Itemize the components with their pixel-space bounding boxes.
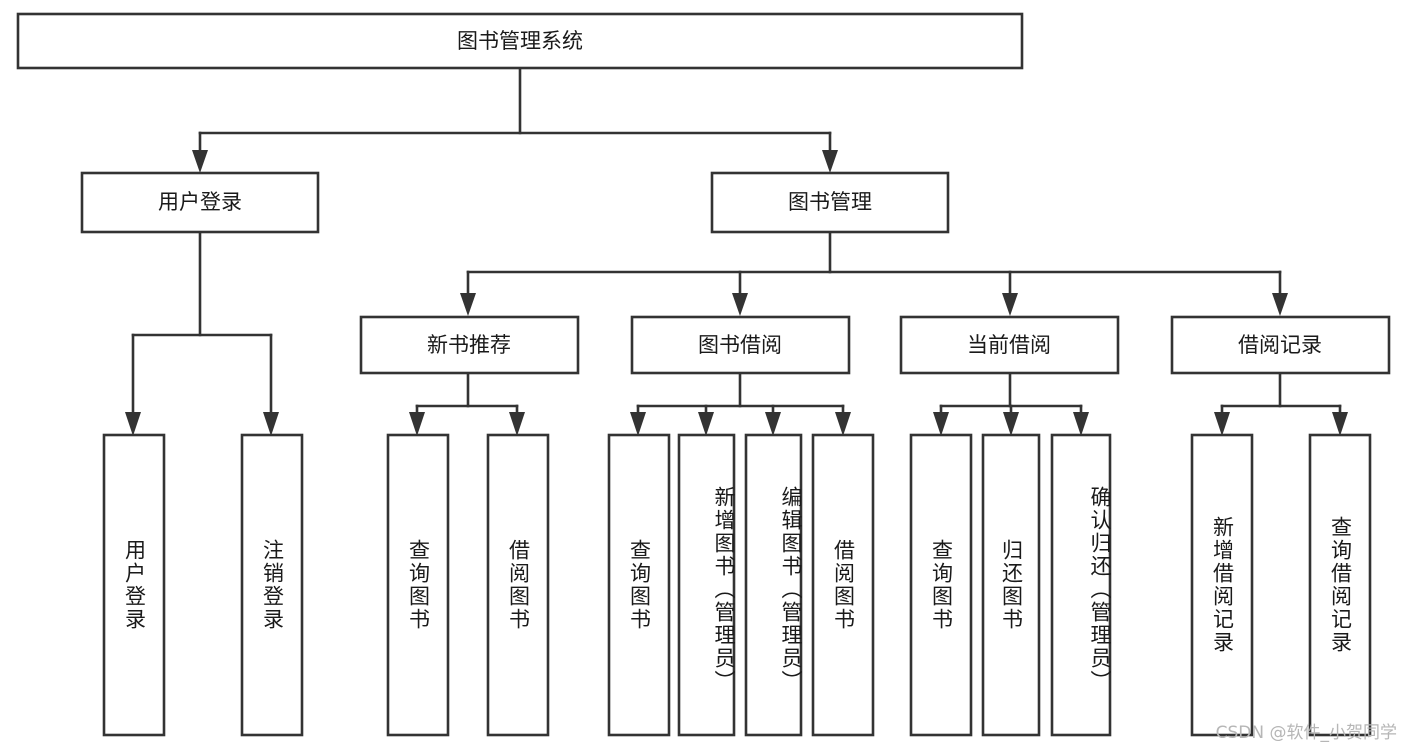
leaf-box-return-book[interactable] <box>981 433 1041 737</box>
connector-group-new-book-children <box>409 371 525 436</box>
arrow-borrow-record <box>1272 293 1288 316</box>
node-book-manage-box[interactable] <box>710 171 950 234</box>
arrow-leaf-query-record <box>1332 412 1348 436</box>
connector-group-book-manage-children <box>460 230 1288 316</box>
node-book-borrow[interactable]: 图书借阅 <box>630 315 851 375</box>
leaf-box-query-book-3[interactable] <box>909 433 973 737</box>
arrow-book-manage <box>822 150 838 173</box>
arrow-leaf-add-book <box>698 412 714 436</box>
leaf-box-borrow-book-1[interactable] <box>486 433 550 737</box>
arrow-leaf-logout <box>263 412 279 436</box>
connector-group-current-borrow-children <box>933 371 1089 436</box>
node-root[interactable]: 图书管理系统 <box>16 12 1024 70</box>
node-root-label: 图书管理系统 <box>457 29 583 53</box>
arrow-book-borrow <box>732 293 748 316</box>
arrow-leaf-edit-book <box>765 412 781 436</box>
node-book-borrow-label: 图书借阅 <box>698 333 782 357</box>
connector-group-borrow-record-children <box>1214 371 1348 436</box>
leaf-box-edit-book[interactable] <box>744 433 803 737</box>
leaf-box-borrow-book-2[interactable] <box>811 433 875 737</box>
node-user-login-label: 用户登录 <box>158 190 242 214</box>
node-book-manage[interactable]: 图书管理 <box>710 171 950 234</box>
arrow-leaf-user-login <box>125 412 141 436</box>
leaf-box-add-book[interactable] <box>677 433 736 737</box>
arrow-leaf-query-book-1 <box>409 412 425 436</box>
arrow-leaf-query-book-3 <box>933 412 949 436</box>
arrow-leaf-borrow-book-2 <box>835 412 851 436</box>
arrow-leaf-query-book-2 <box>630 412 646 436</box>
arrow-leaf-add-record <box>1214 412 1230 436</box>
node-borrow-record-label: 借阅记录 <box>1238 333 1322 357</box>
node-current-borrow[interactable]: 当前借阅 <box>899 315 1120 375</box>
node-user-login-box[interactable] <box>80 171 320 234</box>
leaf-box-user-login[interactable] <box>102 433 166 737</box>
node-book-manage-label: 图书管理 <box>788 190 872 214</box>
arrow-user-login <box>192 150 208 173</box>
node-new-book-recommend[interactable]: 新书推荐 <box>359 315 580 375</box>
leaf-box-add-record[interactable] <box>1190 433 1254 737</box>
connector-group-book-borrow-children <box>630 371 851 436</box>
leaf-box-query-book-2[interactable] <box>607 433 671 737</box>
node-borrow-record[interactable]: 借阅记录 <box>1170 315 1391 375</box>
arrow-leaf-confirm-return <box>1073 412 1089 436</box>
arrow-leaf-return-book <box>1003 412 1019 436</box>
leaf-box-query-record[interactable] <box>1308 433 1372 737</box>
arrow-current-borrow <box>1002 293 1018 316</box>
arrow-new-book-recommend <box>460 293 476 316</box>
node-root-box[interactable] <box>16 12 1024 70</box>
leaf-box-logout[interactable] <box>240 433 304 737</box>
node-current-borrow-label: 当前借阅 <box>967 333 1051 357</box>
node-new-book-recommend-label: 新书推荐 <box>427 333 511 357</box>
leaf-box-query-book-1[interactable] <box>386 433 450 737</box>
node-user-login[interactable]: 用户登录 <box>80 171 320 234</box>
node-current-borrow-box[interactable] <box>899 315 1120 375</box>
connector-group-user-login-children <box>125 230 279 436</box>
leaf-box-confirm-return[interactable] <box>1050 433 1112 737</box>
node-new-book-recommend-box[interactable] <box>359 315 580 375</box>
node-borrow-record-box[interactable] <box>1170 315 1391 375</box>
arrow-leaf-borrow-book-1 <box>509 412 525 436</box>
node-book-borrow-box[interactable] <box>630 315 851 375</box>
connector-group-root-to-level2 <box>192 66 838 173</box>
